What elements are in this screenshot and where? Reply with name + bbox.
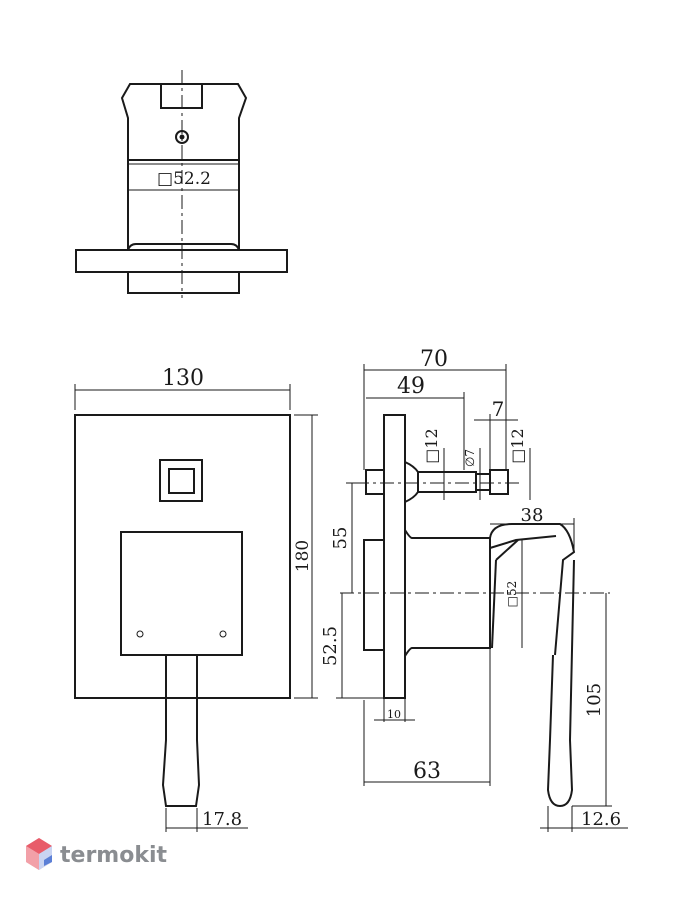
front-width-label: 130 xyxy=(162,366,204,391)
front-handle xyxy=(161,655,201,807)
side-square-b-label: □12 xyxy=(508,428,527,463)
side-spindle-tip xyxy=(489,469,509,495)
side-wall-plate xyxy=(383,414,406,699)
front-view: 130 180 17.8 xyxy=(74,366,318,832)
top-sleeve xyxy=(127,271,240,294)
front-height-label: 180 xyxy=(293,540,313,572)
side-body-depth-label: 63 xyxy=(413,759,441,784)
side-spindle-tip-label: 7 xyxy=(492,397,505,421)
side-offset-label: 55 xyxy=(330,527,351,550)
side-body-square-label: □52 xyxy=(505,581,519,608)
front-handle-width-label: 17.8 xyxy=(202,809,242,830)
front-lever-plate xyxy=(120,531,243,656)
side-dia-label: ∅7 xyxy=(463,449,477,467)
side-square-a-label: □12 xyxy=(422,428,441,463)
side-overall-depth-label: 70 xyxy=(420,347,448,372)
termokit-logo: termokit xyxy=(26,838,167,870)
top-width-label: □52.2 xyxy=(157,169,211,189)
side-spindle-rear xyxy=(365,469,385,495)
logo-text: termokit xyxy=(60,843,167,868)
side-handle-tip-label: 12.6 xyxy=(581,809,621,830)
front-diverter-knob-outer xyxy=(159,459,203,502)
side-view: 70 49 7 □12 ∅7 □12 55 52.5 10 xyxy=(320,347,628,832)
side-plate-thickness-label: 10 xyxy=(387,708,401,721)
side-handle xyxy=(546,559,575,808)
side-lower-offset-label: 52.5 xyxy=(320,626,341,666)
side-rear-body xyxy=(363,539,385,651)
side-spindle-depth-label: 49 xyxy=(397,374,425,399)
side-handle-length-label: 105 xyxy=(584,683,605,717)
side-handle-top-label: 38 xyxy=(521,505,544,526)
front-diverter-knob-inner xyxy=(168,468,195,494)
front-cover-plate xyxy=(74,414,291,699)
top-view: □52.2 xyxy=(75,70,288,298)
